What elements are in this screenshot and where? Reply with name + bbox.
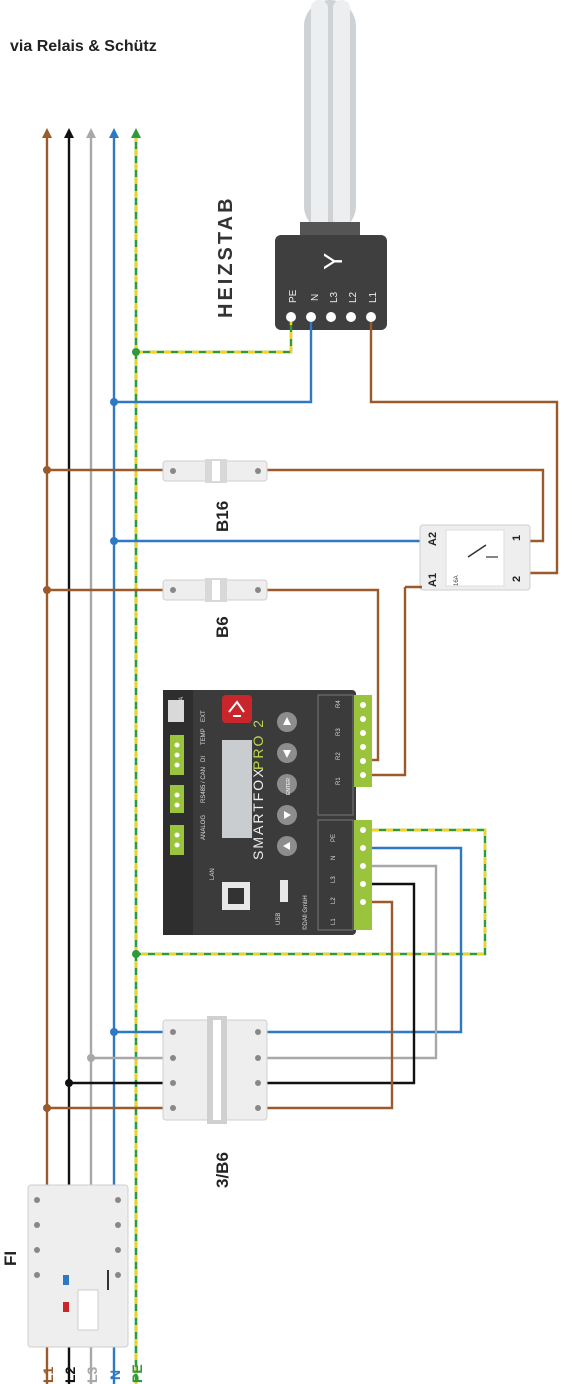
star-symbol: Y [318, 253, 348, 270]
button-down[interactable] [277, 743, 297, 763]
rail-label-l1: L1 [40, 1366, 56, 1383]
breaker-b16-label: B16 [213, 501, 232, 532]
breaker-b6-label: B6 [213, 616, 232, 638]
relay-r2: R2 [336, 752, 342, 760]
io-label-ext: EXT [201, 710, 207, 722]
heater-terminal-pe: PE [288, 289, 299, 303]
power-l3: L3 [331, 876, 337, 883]
heater-terminal-l1: L1 [368, 291, 379, 303]
power-pe: PE [331, 834, 337, 842]
lcd-display [222, 740, 252, 838]
rail-label-pe: PE [129, 1364, 145, 1383]
copyright: ©DAfi GmbH [302, 895, 309, 930]
breaker-3b6-label: 3/B6 [213, 1152, 232, 1188]
junction-dots [43, 348, 140, 1112]
usb-port [280, 880, 288, 902]
usb-label: USB [276, 913, 282, 925]
button-up-1[interactable] [277, 712, 297, 732]
heater-terminal-n: N [310, 294, 321, 301]
rail-label-n: N [107, 1370, 123, 1380]
heater-element: Y PE N L3 L2 L1 [275, 0, 387, 330]
contactor-a1: A1 [427, 573, 439, 587]
relay-labels: R4 R3 R2 R1 [317, 694, 354, 816]
power-l1: L1 [331, 918, 337, 925]
model-name: PRO 2 [250, 718, 266, 770]
brand-logo [222, 695, 252, 723]
enter-label: ENTER [286, 778, 292, 795]
relay-terminal-block [354, 695, 372, 787]
contactor-a2: A2 [427, 532, 439, 546]
breaker-b6 [162, 578, 268, 602]
relay-r4: R4 [336, 700, 342, 708]
diagram-title: via Relais & Schütz [10, 38, 157, 55]
power-terminal-block [354, 820, 372, 930]
io-label-analog: ANALOG [201, 815, 207, 840]
rcd-label: FI [1, 1251, 20, 1266]
heater-label: HEIZSTAB [215, 195, 237, 318]
lan-label: LAN [210, 868, 216, 880]
rail-label-l2: L2 [62, 1366, 78, 1383]
heater-terminal-labels: PE N L3 L2 L1 [288, 289, 379, 303]
rail-label-l3: L3 [84, 1366, 100, 1383]
rail-pe [131, 128, 141, 1384]
contactor-t2: 2 [511, 576, 523, 582]
brand-name: SMARTFOX [250, 766, 266, 860]
relay-r3: R3 [336, 728, 342, 736]
contactor-rating: 16A [454, 575, 460, 586]
contactor: A2 A1 1 2 16A [419, 524, 531, 591]
rcd-fi [27, 1184, 129, 1348]
io-label-rs485: RS485 / CAN [201, 767, 207, 803]
button-right[interactable] [277, 836, 297, 856]
power-l2: L2 [331, 897, 337, 904]
breaker-3b6 [162, 1016, 268, 1124]
smartfox-device: ANALOG RS485 / CAN DI TEMP EXT 24V/4VA E… [163, 690, 372, 935]
power-terminal-labels: L1 L2 L3 N PE [317, 819, 354, 931]
relay-r1: R1 [336, 777, 342, 785]
io-label-di: DI [201, 756, 207, 762]
contactor-t1: 1 [511, 535, 523, 541]
power-n: N [331, 856, 337, 860]
button-left[interactable] [277, 805, 297, 825]
breaker-b16 [162, 459, 268, 483]
supply-label: 24V/4VA [179, 697, 185, 720]
heater-terminal-l2: L2 [348, 291, 359, 303]
io-label-temp: TEMP [201, 728, 207, 745]
heater-terminal-l3: L3 [329, 291, 340, 303]
button-enter[interactable]: ENTER [277, 774, 297, 795]
